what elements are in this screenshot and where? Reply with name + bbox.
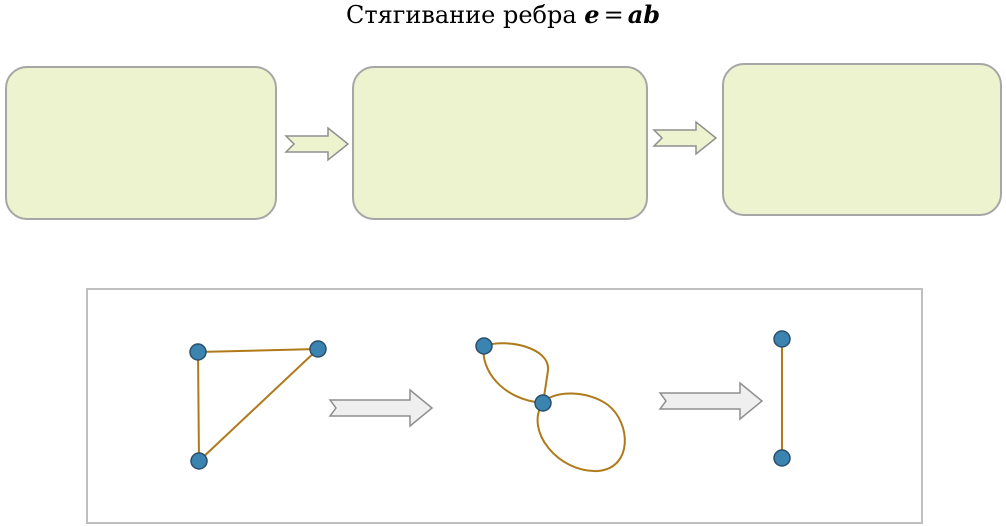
math-symbol-ab: ab bbox=[627, 0, 661, 29]
graph-edge bbox=[483, 342, 550, 404]
graph-loop-edge bbox=[536, 392, 626, 473]
graph-vertex bbox=[190, 452, 208, 470]
graph-simple bbox=[773, 330, 791, 467]
graph-contracted bbox=[475, 337, 626, 473]
graph-edge bbox=[197, 348, 319, 353]
title-text: Стягивание ребра bbox=[345, 1, 577, 29]
graph-vertex bbox=[309, 340, 327, 358]
math-symbol-e: e bbox=[584, 0, 600, 29]
graph-vertex bbox=[773, 330, 791, 348]
graph-vertex bbox=[475, 337, 493, 355]
graph-edge bbox=[198, 348, 319, 462]
graph-vertex bbox=[773, 449, 791, 467]
stage-box-2 bbox=[352, 66, 648, 220]
stage-box-3 bbox=[722, 63, 1002, 216]
graph-vertex bbox=[189, 343, 207, 361]
graph-edge bbox=[197, 351, 200, 462]
flow-arrow-2-icon bbox=[652, 120, 718, 156]
graph-triangle bbox=[189, 340, 327, 470]
math-equals: = bbox=[603, 1, 624, 29]
panel-arrow-1-icon bbox=[328, 388, 434, 428]
panel-arrow-2-icon bbox=[658, 381, 764, 421]
graph-example-canvas bbox=[189, 330, 791, 473]
page-title: Стягивание ребра e=ab bbox=[0, 0, 1006, 34]
graph-vertex bbox=[534, 394, 552, 412]
stage-box-1 bbox=[5, 66, 277, 220]
graph-edge bbox=[482, 345, 544, 404]
flow-arrow-1-icon bbox=[284, 126, 350, 162]
graph-example-panel bbox=[86, 288, 923, 524]
